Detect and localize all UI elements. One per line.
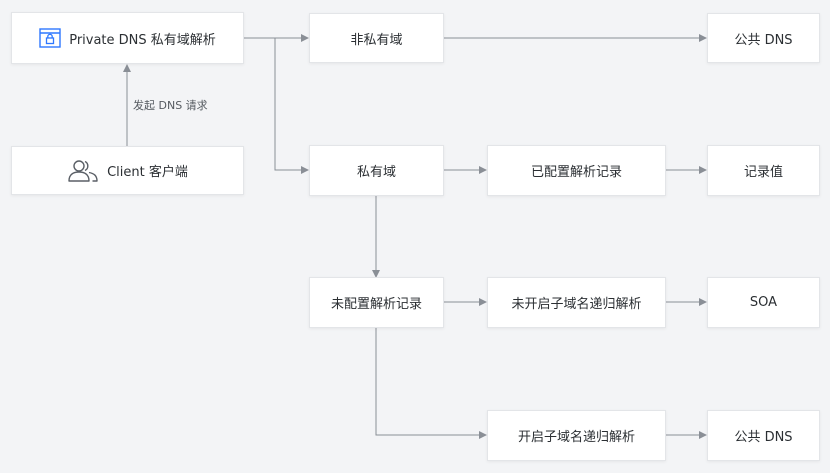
node-subdomain-recursion-on: 开启子域名递归解析 — [487, 410, 666, 461]
node-public-dns-bottom: 公共 DNS — [707, 410, 820, 461]
node-configured-record: 已配置解析记录 — [487, 145, 666, 196]
edge-private-dns-to-private-domain — [274, 38, 309, 174]
node-private-dns-label: Private DNS 私有域解析 — [69, 32, 216, 48]
browser-lock-icon — [39, 28, 61, 48]
edge-label-dns-request: 发起 DNS 请求 — [133, 99, 208, 112]
node-client: Client 客户端 — [11, 146, 244, 195]
node-subdomain-recursion-off-label: 未开启子域名递归解析 — [511, 297, 642, 312]
users-icon — [67, 159, 99, 183]
node-non-private-domain: 非私有域 — [309, 13, 444, 63]
edge-unconfigured-to-recursion-on — [375, 328, 487, 439]
node-soa-label: SOA — [749, 295, 778, 310]
node-unconfigured-record: 未配置解析记录 — [309, 277, 444, 328]
node-subdomain-recursion-on-label: 开启子域名递归解析 — [517, 430, 635, 445]
node-private-domain-label: 私有域 — [356, 165, 396, 180]
node-non-private-domain-label: 非私有域 — [350, 32, 403, 48]
node-record-value: 记录值 — [707, 145, 820, 196]
node-public-dns-bottom-label: 公共 DNS — [734, 430, 793, 445]
node-private-dns: Private DNS 私有域解析 — [11, 12, 244, 64]
node-public-dns-top: 公共 DNS — [707, 13, 820, 63]
node-configured-record-label: 已配置解析记录 — [530, 165, 622, 180]
node-client-label: Client 客户端 — [107, 165, 188, 180]
node-public-dns-top-label: 公共 DNS — [734, 32, 793, 48]
node-private-domain: 私有域 — [309, 145, 444, 196]
node-record-value-label: 记录值 — [743, 165, 783, 180]
node-unconfigured-record-label: 未配置解析记录 — [330, 297, 422, 312]
node-soa: SOA — [707, 277, 820, 328]
node-subdomain-recursion-off: 未开启子域名递归解析 — [487, 277, 666, 328]
